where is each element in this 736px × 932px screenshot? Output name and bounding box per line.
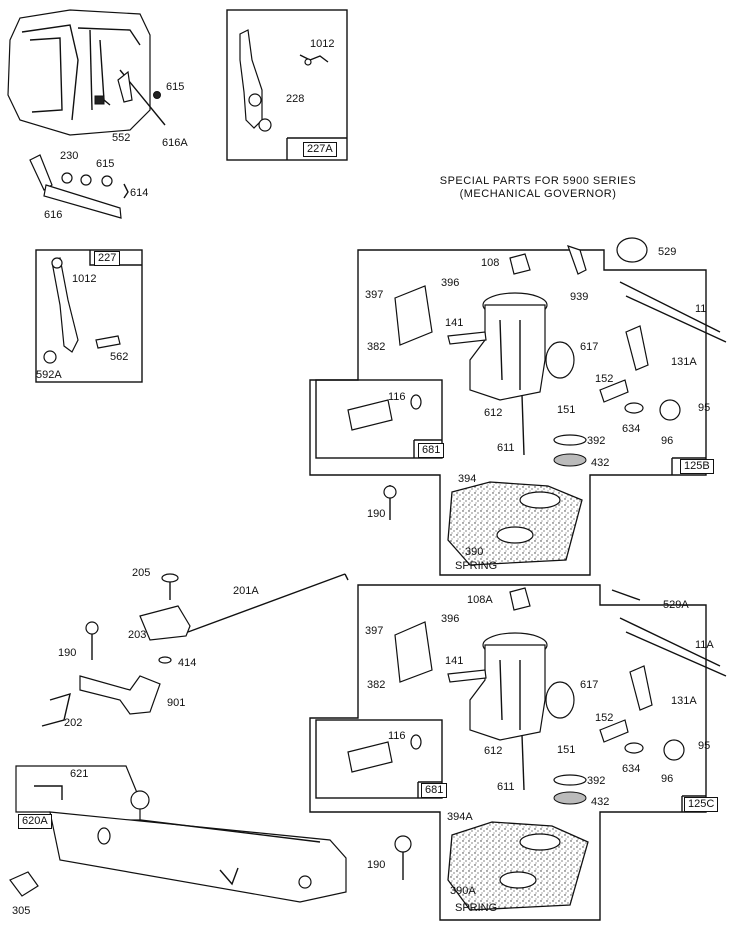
label-228: 228 [286, 93, 305, 105]
label-939: 939 [570, 291, 589, 303]
label-392: 392 [587, 435, 606, 447]
label-394: 394 [458, 473, 477, 485]
label-116: 116 [388, 391, 406, 403]
label-592a: 592A [36, 369, 62, 381]
label-108a: 108A [467, 594, 493, 606]
label-390: 390 [465, 546, 484, 558]
label-562: 562 [110, 351, 129, 363]
label-397: 397 [365, 625, 384, 637]
carburetor-top-drawing [347, 237, 727, 566]
label-382: 382 [367, 341, 386, 353]
box-125b [309, 249, 707, 576]
label-392: 392 [587, 775, 606, 787]
label-95: 95 [698, 402, 711, 414]
linkage-drawing [41, 573, 349, 727]
label-634: 634 [622, 763, 641, 775]
governor-lever-drawing [29, 154, 129, 219]
heading-line-2: (MECHANICAL GOVERNOR) [459, 188, 617, 200]
label-190: 190 [367, 508, 386, 520]
box-tag-681-top: 681 [418, 443, 445, 458]
label-901: 901 [167, 697, 186, 709]
label-432: 432 [591, 796, 610, 808]
label-96: 96 [661, 773, 674, 785]
label-617: 617 [580, 341, 599, 353]
box-tag-125c: 125C [684, 797, 719, 812]
label-spring: SPRING [455, 560, 498, 572]
label-141: 141 [445, 317, 464, 329]
box-tag-681-bottom: 681 [421, 783, 448, 798]
heading-line-1: SPECIAL PARTS FOR 5900 SERIES [439, 175, 637, 187]
label-spring: SPRING [455, 902, 498, 914]
label-1012: 1012 [72, 273, 97, 285]
label-611: 611 [497, 781, 515, 793]
label-152: 152 [595, 373, 614, 385]
box-227a [226, 9, 348, 161]
label-11: 11 [695, 303, 707, 315]
label-614: 614 [130, 187, 149, 199]
label-152: 152 [595, 712, 614, 724]
label-230: 230 [60, 150, 79, 162]
label-11a: 11A [695, 639, 714, 651]
label-96: 96 [661, 435, 674, 447]
label-612: 612 [484, 745, 503, 757]
label-390a: 390A [450, 885, 476, 897]
label-151: 151 [557, 744, 576, 756]
label-617: 617 [580, 679, 599, 691]
box-tag-125b: 125B [680, 459, 714, 474]
label-615: 615 [166, 81, 185, 93]
box-tag-227: 227 [94, 251, 121, 266]
engine-block-drawing [7, 9, 166, 136]
box-125c [309, 584, 707, 921]
label-615: 615 [96, 158, 115, 170]
label-131a: 131A [671, 356, 697, 368]
label-1012: 1012 [310, 38, 335, 50]
label-616: 616 [44, 209, 63, 221]
label-305: 305 [12, 905, 31, 917]
label-616a: 616A [162, 137, 188, 149]
label-190: 190 [58, 647, 77, 659]
carburetor-bottom-drawing [347, 587, 727, 911]
label-414: 414 [178, 657, 197, 669]
label-95: 95 [698, 740, 711, 752]
special-parts-heading: SPECIAL PARTS FOR 5900 SERIES (MECHANICA… [418, 175, 658, 201]
governor-bracket-drawing [9, 765, 412, 903]
box-tag-620a: 620A [18, 814, 52, 829]
label-621: 621 [70, 768, 89, 780]
label-611: 611 [497, 442, 515, 454]
label-202: 202 [64, 717, 83, 729]
label-529: 529 [658, 246, 677, 258]
label-396: 396 [441, 277, 460, 289]
label-141: 141 [445, 655, 464, 667]
label-205: 205 [132, 567, 151, 579]
label-108: 108 [481, 257, 500, 269]
label-634: 634 [622, 423, 641, 435]
label-612: 612 [484, 407, 503, 419]
label-131a: 131A [671, 695, 697, 707]
label-190: 190 [367, 859, 386, 871]
label-394a: 394A [447, 811, 473, 823]
label-432: 432 [591, 457, 610, 469]
label-529a: 529A [663, 599, 689, 611]
label-552: 552 [112, 132, 131, 144]
label-397: 397 [365, 289, 384, 301]
label-203: 203 [128, 629, 147, 641]
label-396: 396 [441, 613, 460, 625]
label-151: 151 [557, 404, 576, 416]
box-tag-227a: 227A [303, 142, 337, 157]
label-382: 382 [367, 679, 386, 691]
box-227 [35, 249, 143, 383]
label-116: 116 [388, 730, 406, 742]
label-201a: 201A [233, 585, 259, 597]
